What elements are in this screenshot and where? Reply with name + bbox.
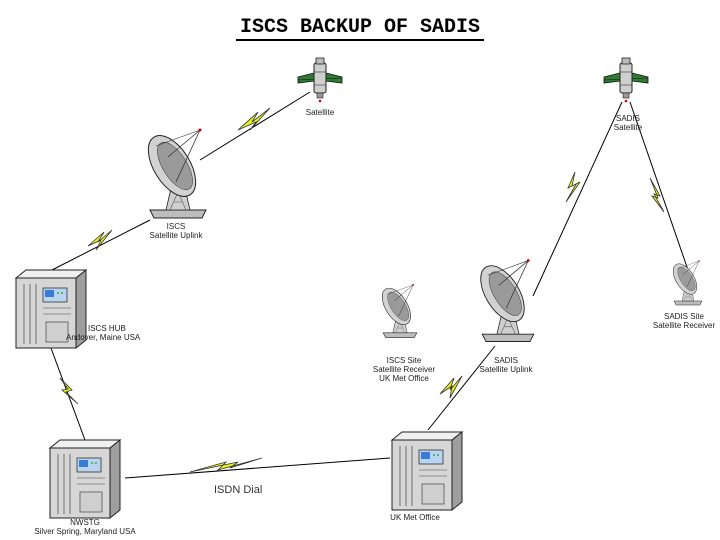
label-line: Satellite Uplink [149,231,203,240]
label-line: Silver Spring, Maryland USA [34,527,136,536]
nwstg-server-icon [49,439,121,519]
label-line: Satellite Receiver [372,365,436,374]
label-line: ISCS Site [386,356,422,365]
lightning-icon [189,457,263,473]
nwstg-label: NWSTG Silver Spring, Maryland USA [20,518,150,536]
link-sadis-sat-uplink [532,101,623,297]
label-line: ISCS [166,222,186,231]
label-line: Satellite [613,123,643,132]
link-sadis-sat-site-receiver [629,101,689,271]
uk-met-office-label: UK Met Office [380,513,450,522]
iscs-site-receiver-label: ISCS Site Satellite Receiver UK Met Offi… [366,356,442,383]
lightning-icon [649,177,665,213]
label-line: Satellite [305,108,335,117]
label-line: SADIS [615,114,640,123]
link-nwstg-ukmet [124,457,391,479]
lightning-icon [237,107,271,131]
lightning-icon [87,229,113,251]
iscs-uplink-dish-icon [138,127,207,219]
uk-met-office-server-icon [391,431,463,511]
label-line: Satellite Receiver [652,321,716,330]
label-line: Andover, Maine USA [66,333,141,342]
isdn-dial-label: ISDN Dial [214,484,284,496]
label-line: ISDN Dial [214,484,263,496]
sadis-site-receiver-label: SADIS Site Satellite Receiver [648,312,720,330]
diagram-title-text: ISCS BACKUP OF SADIS [235,16,485,41]
label-line: Satellite Uplink [479,365,533,374]
lightning-icon [565,171,581,203]
label-line: UK Met Office [390,513,440,522]
label-line: ISCS HUB [88,324,126,333]
lightning-bolts [59,107,665,473]
label-line: SADIS [493,356,518,365]
sadis-satellite-icon [603,57,649,103]
label-line: NWSTG [70,518,100,527]
diagram-title: ISCS BACKUP OF SADIS [0,16,720,41]
iscs-site-receiver-dish-icon [376,283,418,338]
iscs-uplink-label: ISCS Satellite Uplink [144,222,208,240]
link-ukmet-sadis-uplink [427,345,496,431]
iscs-hub-label: ISCS HUB Andover, Maine USA [66,324,186,342]
lightning-icon [439,375,463,399]
links [47,91,689,479]
sadis-satellite-label: SADIS Satellite [606,114,650,132]
link-hub-uplink [51,219,151,271]
lightning-icon [59,377,79,405]
label-line: UK Met Office [379,374,429,383]
sadis-uplink-dish-icon [471,257,535,342]
sadis-uplink-label: SADIS Satellite Uplink [474,356,538,374]
iscs-satellite-label: Satellite [300,108,340,117]
label-line: SADIS Site [663,312,704,321]
link-uplink-satellite [199,91,311,161]
sadis-site-receiver-dish-icon [668,259,703,306]
